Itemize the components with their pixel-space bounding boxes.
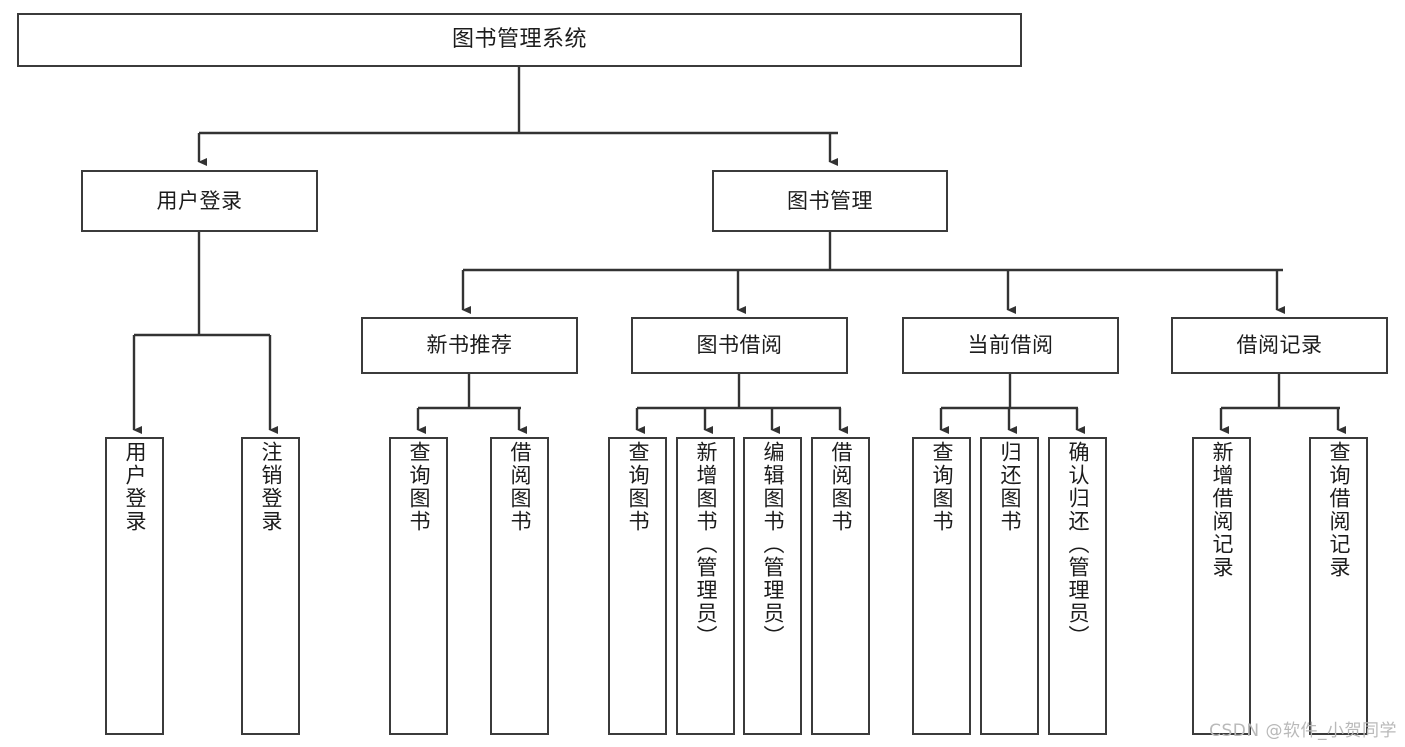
node-leaf-edit-book[interactable]: 编辑图书（管理员） xyxy=(743,437,802,735)
node-label: 新书推荐 xyxy=(426,333,513,358)
node-label: 查询图书 xyxy=(626,441,650,533)
node-label: 查询图书 xyxy=(930,441,954,533)
node-label: 当前借阅 xyxy=(967,333,1054,358)
node-label: 编辑图书（管理员） xyxy=(761,441,785,648)
node-label: 查询借阅记录 xyxy=(1327,441,1351,579)
node-leaf-confirm-return[interactable]: 确认归还（管理员） xyxy=(1048,437,1107,735)
node-book-borrow[interactable]: 图书借阅 xyxy=(631,317,848,374)
node-leaf-logout[interactable]: 注销登录 xyxy=(241,437,300,735)
node-borrow-record[interactable]: 借阅记录 xyxy=(1171,317,1388,374)
node-label: 图书管理 xyxy=(787,188,873,213)
node-user-login[interactable]: 用户登录 xyxy=(81,170,318,232)
node-new-book-recommend[interactable]: 新书推荐 xyxy=(361,317,578,374)
node-leaf-query-book-2[interactable]: 查询图书 xyxy=(608,437,667,735)
node-label: 用户登录 xyxy=(156,188,243,213)
node-leaf-return-book[interactable]: 归还图书 xyxy=(980,437,1039,735)
node-label: 用户登录 xyxy=(123,441,147,533)
node-label: 借阅记录 xyxy=(1236,333,1323,358)
node-leaf-add-record[interactable]: 新增借阅记录 xyxy=(1192,437,1251,735)
node-leaf-borrow-book-1[interactable]: 借阅图书 xyxy=(490,437,549,735)
node-label: 图书借阅 xyxy=(696,333,783,358)
node-label: 新增图书（管理员） xyxy=(694,441,718,648)
node-leaf-add-book[interactable]: 新增图书（管理员） xyxy=(676,437,735,735)
node-label: 借阅图书 xyxy=(829,441,853,533)
node-label: 借阅图书 xyxy=(508,441,532,533)
node-leaf-borrow-book-2[interactable]: 借阅图书 xyxy=(811,437,870,735)
node-current-borrow[interactable]: 当前借阅 xyxy=(902,317,1119,374)
node-label: 注销登录 xyxy=(259,441,283,533)
node-leaf-query-record[interactable]: 查询借阅记录 xyxy=(1309,437,1368,735)
node-label: 新增借阅记录 xyxy=(1210,441,1234,579)
node-leaf-query-book-1[interactable]: 查询图书 xyxy=(389,437,448,735)
node-label: 确认归还（管理员） xyxy=(1066,441,1090,648)
node-label: 归还图书 xyxy=(998,441,1022,533)
node-leaf-user-login[interactable]: 用户登录 xyxy=(105,437,164,735)
node-root-system[interactable]: 图书管理系统 xyxy=(17,13,1022,67)
node-label: 查询图书 xyxy=(407,441,431,533)
csdn-watermark: CSDN @软件_小贺同学 xyxy=(1209,721,1397,741)
node-label: 图书管理系统 xyxy=(451,27,587,53)
node-leaf-query-book-3[interactable]: 查询图书 xyxy=(912,437,971,735)
node-book-manage[interactable]: 图书管理 xyxy=(712,170,948,232)
